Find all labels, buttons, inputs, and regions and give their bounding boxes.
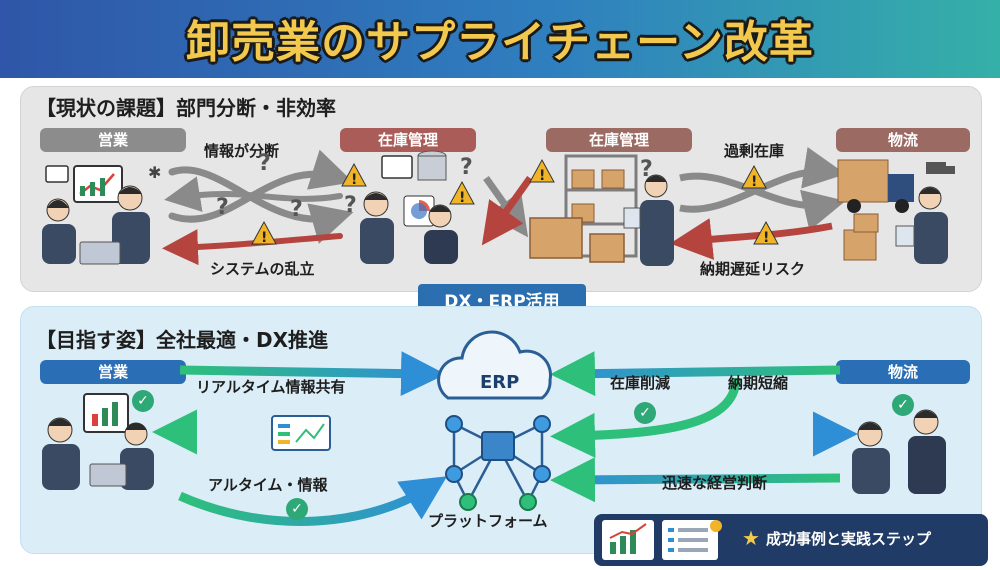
page-title: 卸売業のサプライチェーン改革 [186, 17, 814, 68]
laptop-icon [89, 463, 127, 487]
dept-tag-sales: 営業 [40, 128, 186, 152]
sales-staff-illustration: ✱ [42, 163, 161, 265]
svg-text:!: ! [751, 174, 757, 190]
box-icon [529, 217, 583, 259]
logistics-team-illustration [852, 409, 946, 494]
svg-text:!: ! [351, 172, 357, 188]
check-icon: ✓ [634, 402, 656, 424]
target-heading: 【目指す姿】全社最適・DX推進 [36, 328, 329, 352]
label-platform: プラットフォーム [428, 512, 548, 530]
label-fast-decision: 迅速な経営判断 [662, 474, 768, 492]
label-delay-risk: 納期遅延リスク [700, 260, 806, 278]
check-icon: ✓ [132, 390, 154, 412]
dept-tag-inventory-1: 在庫管理 [340, 128, 476, 152]
question-icon: ? [290, 197, 303, 222]
document-icon [662, 520, 722, 560]
check-icon: ✓ [892, 394, 914, 416]
warning-icon: ! [529, 158, 555, 184]
logistics-illustration [837, 159, 955, 264]
question-icon: ? [344, 193, 357, 218]
current-illustration: ? ? ? ? ? ? ! ! ! ! ! ! ✱ [42, 147, 955, 266]
svg-text:!: ! [261, 230, 267, 246]
warning-icon: ! [753, 220, 779, 246]
warehouse-illustration [529, 154, 674, 266]
question-icon: ? [258, 151, 271, 176]
dept-tag-logistics: 物流 [836, 128, 970, 152]
chart-icon [602, 520, 654, 560]
target-illustration [42, 330, 946, 526]
inventory-staff-illustration [360, 150, 458, 264]
label-info-split: 情報が分断 [204, 142, 280, 160]
dept-tag-inventory-2: 在庫管理 [546, 128, 692, 152]
question-icon: ? [460, 155, 473, 180]
label-system-sprawl: システムの乱立 [210, 260, 315, 278]
svg-text:✱: ✱ [148, 163, 161, 182]
truck-icon [926, 162, 955, 174]
label-stock-reduction: 在庫削減 [610, 374, 671, 392]
svg-text:!: ! [539, 168, 545, 184]
question-icon: ? [216, 195, 229, 220]
svg-text:!: ! [763, 230, 769, 246]
success-cases-button[interactable]: ★ 成功事例と実践ステップ [594, 514, 988, 566]
label-lead-time: 納期短縮 [728, 374, 789, 392]
star-icon: ★ [742, 526, 760, 550]
title-banner: 卸売業のサプライチェーン改革 [0, 0, 1000, 78]
dept-tag-sales-target: 営業 [40, 360, 186, 384]
sales-team-illustration [42, 393, 154, 490]
success-cases-label: 成功事例と実践ステップ [766, 530, 932, 548]
label-realtime-info: アルタイム・情報 [208, 476, 328, 494]
warning-icon: ! [341, 162, 367, 188]
label-excess-stock: 過剰在庫 [724, 142, 785, 160]
box-icon [589, 233, 625, 263]
check-icon: ✓ [286, 498, 308, 520]
cloud-icon [437, 330, 552, 400]
warning-icon: ! [449, 180, 475, 206]
warning-icon: ! [251, 220, 277, 246]
dept-tag-logistics-target: 物流 [836, 360, 970, 384]
label-realtime-share: リアルタイム情報共有 [196, 378, 346, 396]
realtime-screen-icon [271, 415, 331, 451]
erp-label: ERP [480, 372, 520, 393]
warning-icon: ! [741, 164, 767, 190]
current-heading: 【現状の課題】部門分断・非効率 [36, 96, 336, 120]
question-icon: ? [640, 157, 653, 182]
svg-text:!: ! [459, 190, 465, 206]
cta-thumbnails [602, 520, 722, 560]
